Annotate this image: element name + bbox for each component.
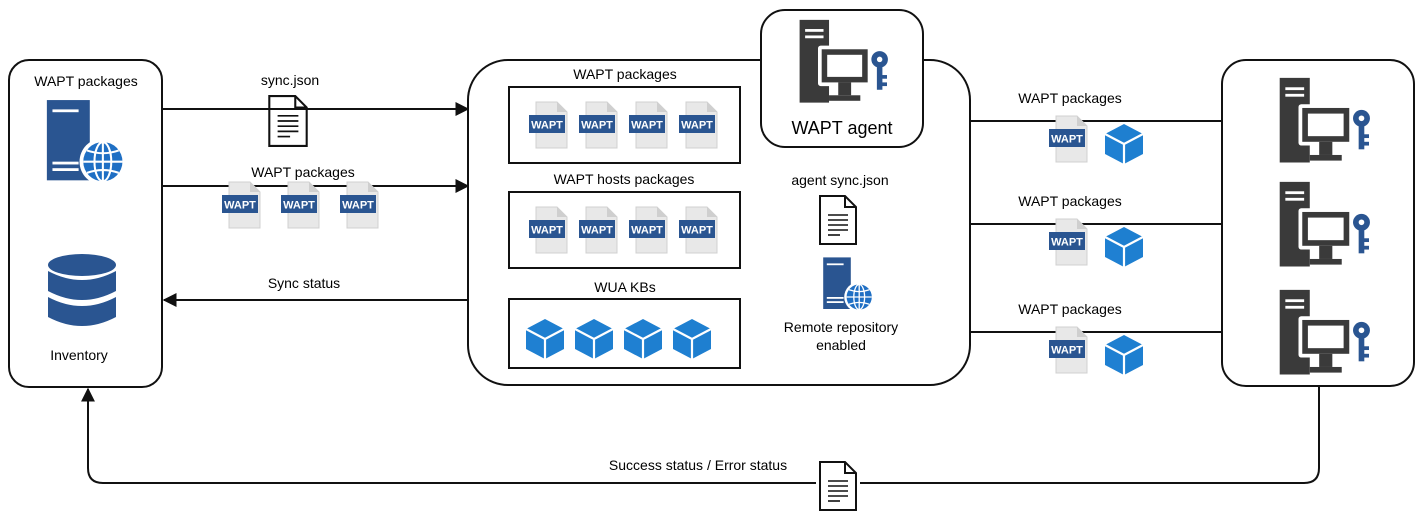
clients-panel bbox=[1221, 59, 1415, 387]
wapt-package-icon bbox=[1048, 218, 1088, 266]
kb-cube-icon bbox=[1104, 226, 1144, 268]
server-panel: WAPT packages Inventory bbox=[8, 59, 163, 388]
status-feedback-arrow bbox=[81, 386, 1320, 484]
client-flow-label-3: WAPT packages bbox=[1018, 301, 1122, 317]
agent-label: WAPT agent bbox=[791, 118, 892, 138]
wapt-package-icon bbox=[280, 181, 320, 229]
result-status-label: Success status / Error status bbox=[609, 457, 787, 473]
kb-cube-icon bbox=[1104, 123, 1144, 165]
document-icon bbox=[818, 460, 858, 511]
repository-panel: WAPT packages WAPT hosts packages WUA KB… bbox=[467, 9, 971, 386]
database-icon bbox=[48, 254, 116, 326]
wapt-package-icon bbox=[1048, 326, 1088, 374]
client-flow-label-1: WAPT packages bbox=[1018, 90, 1122, 106]
server-packages-label: WAPT packages bbox=[34, 73, 138, 89]
document-icon bbox=[268, 94, 308, 148]
status-feedback-flow: Success status / Error status bbox=[81, 386, 1320, 511]
wapt-package-icon bbox=[1048, 115, 1088, 163]
agent-sync-label: agent sync.json bbox=[791, 172, 888, 188]
repo-wua-title: WUA KBs bbox=[594, 279, 655, 295]
remote-repo-line1: Remote repository bbox=[784, 319, 898, 335]
sync-json-label: sync.json bbox=[261, 72, 319, 88]
kb-cube-icon bbox=[1104, 334, 1144, 376]
inventory-label: Inventory bbox=[50, 347, 108, 363]
repo-hosts-title: WAPT hosts packages bbox=[554, 171, 695, 187]
remote-repo-line2: enabled bbox=[816, 337, 866, 353]
wapt-package-icon bbox=[339, 181, 379, 229]
sync-status-label: Sync status bbox=[268, 275, 340, 291]
repo-packages-title: WAPT packages bbox=[573, 66, 677, 82]
wapt-package-icon bbox=[221, 181, 261, 229]
server-to-repo-flows: sync.json WAPT packages Sync status bbox=[162, 72, 470, 307]
packages-flow-label: WAPT packages bbox=[251, 164, 355, 180]
client-flow-label-2: WAPT packages bbox=[1018, 193, 1122, 209]
document-icon bbox=[818, 194, 858, 246]
